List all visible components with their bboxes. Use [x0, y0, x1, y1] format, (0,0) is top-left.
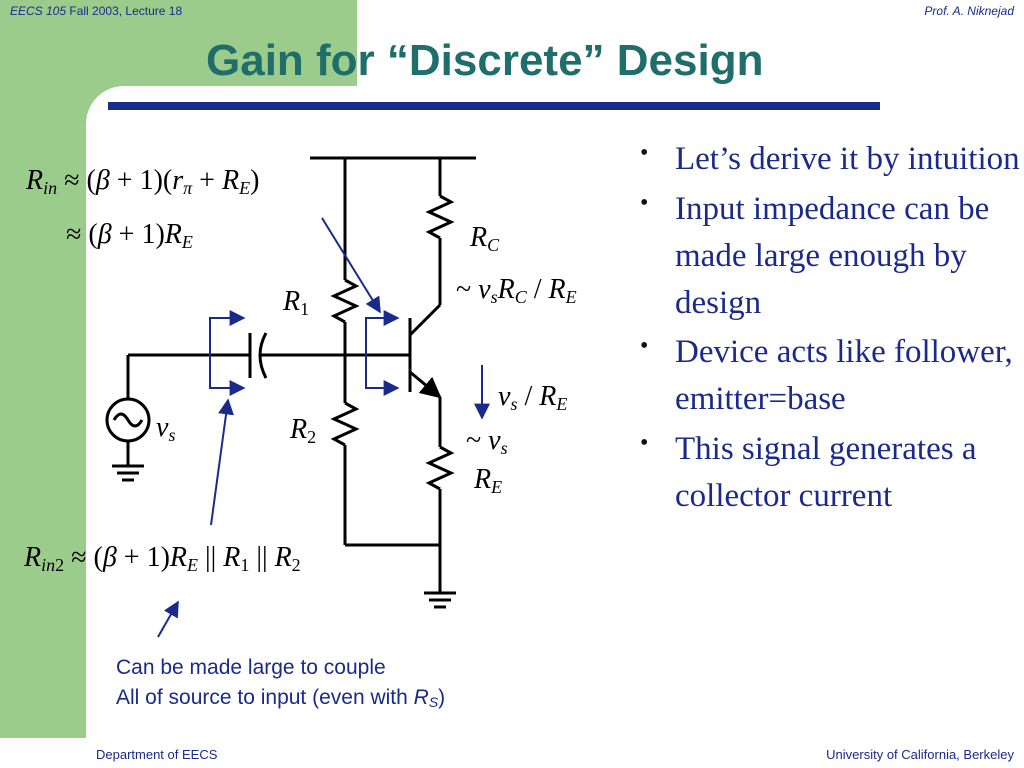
- course-header: EECS 105 Fall 2003, Lecture 18: [10, 4, 182, 18]
- note-pointer-arrow: [157, 600, 179, 638]
- rc-resistor: [425, 194, 455, 240]
- footer-department: Department of EECS: [96, 747, 218, 762]
- bullet-item: Device acts like follower, emitter=base: [640, 329, 1020, 423]
- author-header: Prof. A. Niknejad: [924, 4, 1014, 18]
- rc-label: RC: [470, 222, 500, 255]
- rin-bracket: [365, 317, 398, 389]
- rin2-pointer-arrow: [210, 398, 234, 526]
- coupling-note: Can be made large to couple All of sourc…: [116, 653, 445, 713]
- title-underline: [108, 102, 880, 110]
- r1-label: R1: [283, 286, 310, 319]
- note-line-1: Can be made large to couple: [116, 656, 386, 679]
- re-resistor: [425, 445, 455, 491]
- rin2-formula: Rin2 ≈ (β + 1)RE || R1 || R2: [24, 542, 301, 575]
- rin-formula: Rin ≈ (β + 1)(rπ + RE): [26, 165, 260, 198]
- collector-gain-label: ~ vsRC / RE: [456, 274, 577, 307]
- emitter-current-label: vs / RE: [498, 381, 568, 414]
- course-code: EECS 105: [10, 4, 67, 18]
- bjt-emitter-lead: [409, 370, 442, 399]
- circuit-wires: [105, 156, 476, 609]
- emitter-voltage-label: ~ vs: [466, 425, 508, 458]
- vs-source-label: vs: [156, 412, 176, 445]
- r2-label: R2: [290, 414, 317, 447]
- bullet-item: Let’s derive it by intuition: [640, 136, 1020, 183]
- bullet-list: Let’s derive it by intuition Input imped…: [640, 136, 1020, 523]
- re-label: RE: [474, 464, 503, 497]
- bjt-collector-lead: [408, 303, 442, 337]
- sine-icon: [112, 412, 144, 428]
- r1-resistor: [330, 278, 360, 324]
- footer-band: [0, 738, 1024, 768]
- rin-approx-formula: ≈ (β + 1)RE: [66, 219, 193, 252]
- annotation-arrows: [157, 217, 490, 638]
- course-term: Fall 2003, Lecture 18: [66, 4, 183, 18]
- rs-symbol: RS: [413, 686, 439, 710]
- note-line-2: All of source to input (even with RS): [116, 686, 446, 710]
- rin2-bracket: [209, 317, 244, 389]
- slide-title: Gain for “Discrete” Design: [206, 36, 764, 85]
- r2-resistor: [330, 401, 360, 447]
- footer-university: University of California, Berkeley: [826, 747, 1014, 762]
- rin-pointer-arrow: [321, 217, 381, 314]
- bullet-item: This signal generates a collector curren…: [640, 426, 1020, 520]
- bullet-item: Input impedance can be made large enough…: [640, 186, 1020, 327]
